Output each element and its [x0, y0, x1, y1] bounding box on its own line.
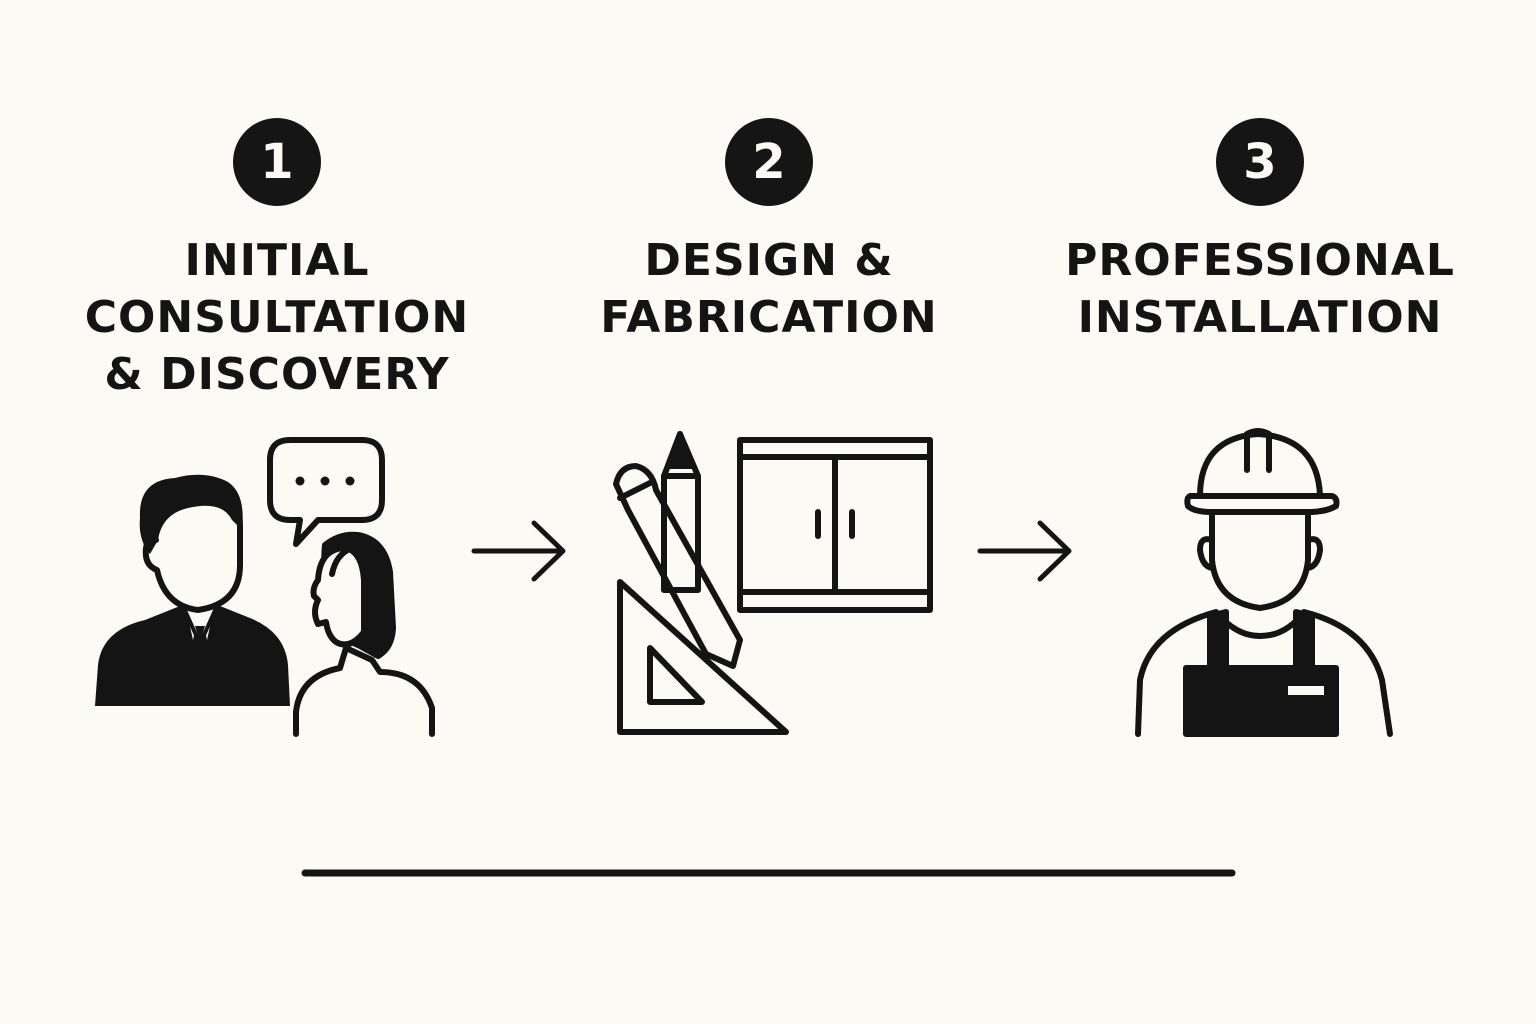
- woman-figure-icon: [293, 531, 435, 737]
- design-tools-icon: [613, 431, 933, 735]
- step-3: 3 PROFESSIONAL INSTALLATION: [1030, 118, 1490, 346]
- worker-head-icon: [1197, 513, 1323, 611]
- step-title-line: INSTALLATION: [1077, 292, 1443, 343]
- step-number-badge: 2: [725, 118, 813, 206]
- overalls-icon: [1135, 609, 1393, 737]
- step-title-line: DESIGN &: [644, 235, 894, 286]
- man-figure-icon: [95, 474, 290, 706]
- installer-icon: [1135, 428, 1393, 737]
- set-square-icon: [617, 579, 789, 735]
- step-title: DESIGN & FABRICATION: [539, 232, 999, 346]
- step-title: INITIAL CONSULTATION & DISCOVERY: [47, 232, 507, 403]
- step-number-badge: 1: [233, 118, 321, 206]
- step-title-line: CONSULTATION: [84, 292, 470, 343]
- arrow-right-icon: [977, 520, 1072, 582]
- step-title: PROFESSIONAL INSTALLATION: [1030, 232, 1490, 346]
- consultation-icon: [95, 437, 435, 737]
- hard-hat-icon: [1184, 428, 1340, 515]
- arrow-right-icon: [471, 520, 566, 582]
- step-title-line: & DISCOVERY: [104, 349, 450, 400]
- step-title-line: INITIAL: [184, 235, 370, 286]
- step-number-badge: 3: [1216, 118, 1304, 206]
- step-2: 2 DESIGN & FABRICATION: [539, 118, 999, 346]
- cabinet-icon: [737, 437, 933, 613]
- step-title-line: PROFESSIONAL: [1065, 235, 1455, 286]
- pencil-icon: [613, 431, 743, 669]
- step-title-line: FABRICATION: [600, 292, 938, 343]
- speech-bubble-icon: [267, 437, 385, 547]
- step-1: 1 INITIAL CONSULTATION & DISCOVERY: [47, 118, 507, 403]
